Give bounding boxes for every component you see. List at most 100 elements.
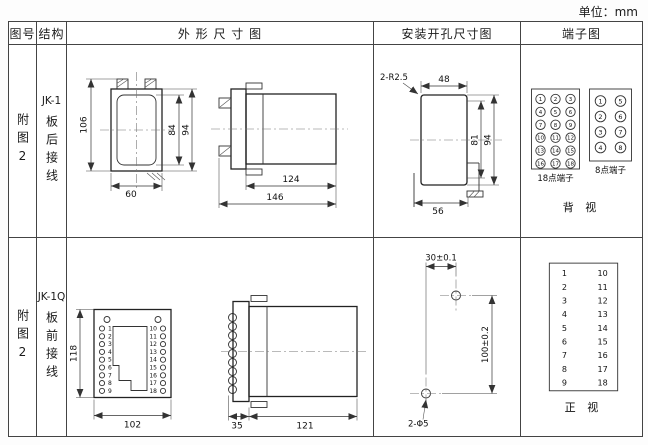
radius-note: 2-R2.5 — [380, 73, 408, 83]
case-front-outline — [93, 308, 172, 399]
dim-front-height: 118 — [70, 309, 94, 398]
svg-text:11: 11 — [597, 283, 607, 292]
hole-note-label: 2-Φ5 — [408, 420, 429, 430]
hole-size-note: 2-Φ5 — [408, 399, 429, 430]
top-ear — [250, 295, 268, 302]
svg-text:8: 8 — [108, 380, 112, 387]
svg-text:17: 17 — [552, 162, 559, 168]
dim-label: 106 — [80, 116, 90, 133]
dim-hole-offset-y: 100±0.2 — [442, 295, 497, 394]
svg-text:5: 5 — [562, 324, 567, 333]
row2-structure-cell: JK-1Q 板前接线 — [37, 238, 67, 436]
dim-cutout-width-bottom: 56 — [414, 197, 469, 217]
svg-text:15: 15 — [149, 365, 157, 372]
svg-text:15: 15 — [597, 338, 607, 347]
bottom-ear — [245, 168, 263, 176]
row1-structure-cell: JK-1 板后接线 — [37, 45, 67, 238]
svg-text:9: 9 — [108, 388, 112, 395]
dim-side-total-length: 146 — [218, 158, 337, 208]
row2-install-cell: 30±0.1 100±0.2 2-Φ5 — [374, 238, 521, 436]
svg-text:9: 9 — [562, 379, 567, 388]
svg-text:7: 7 — [618, 128, 622, 136]
spec-table: 图号 结构 外 形 尺 寸 图 安装开孔尺寸图 端子图 附图2 JK-1 板后接… — [8, 21, 643, 437]
dim-label: 146 — [266, 193, 283, 203]
svg-text:15: 15 — [567, 149, 574, 155]
svg-text:7: 7 — [539, 123, 543, 129]
dim-hole-offset-x: 30±0.1 — [425, 254, 457, 375]
svg-text:17: 17 — [597, 365, 607, 374]
svg-text:7: 7 — [562, 351, 567, 360]
svg-text:4: 4 — [562, 310, 567, 319]
panel-hatch — [146, 172, 166, 181]
row1-fig-no-cell: 附图2 — [9, 45, 37, 238]
dim-label: 100±0.2 — [481, 326, 491, 363]
dim-label: 94 — [484, 134, 494, 146]
terminal-18-label: 18点端子 — [537, 173, 574, 184]
svg-text:10: 10 — [597, 269, 607, 278]
svg-text:11: 11 — [552, 136, 559, 142]
svg-text:13: 13 — [597, 310, 607, 319]
dim-cutout-total-height: 94 — [467, 94, 499, 186]
dim-label: 121 — [296, 422, 313, 432]
row1-install-cell: 2-R2.5 48 — [374, 45, 521, 238]
jk1q-side-view: 35 121 — [221, 295, 367, 432]
svg-text:7: 7 — [108, 372, 112, 379]
header-outline: 外 形 尺 寸 图 — [67, 22, 374, 45]
svg-text:2: 2 — [598, 113, 602, 121]
svg-text:3: 3 — [598, 128, 602, 136]
svg-text:2: 2 — [562, 283, 567, 292]
dim-cutout-width-top: 48 — [420, 75, 468, 93]
model-label: JK-1 — [41, 95, 62, 107]
svg-text:1: 1 — [562, 269, 567, 278]
svg-text:4: 4 — [108, 349, 112, 356]
dim-side-body-length: 124 — [245, 164, 337, 190]
svg-text:12: 12 — [567, 136, 574, 142]
jk1-front-view: 106 84 94 — [80, 72, 197, 200]
svg-text:18: 18 — [149, 388, 157, 395]
svg-text:14: 14 — [552, 149, 559, 155]
wiring-label: 板后接线 — [44, 115, 59, 187]
unit-label: 单位：mm — [578, 5, 638, 19]
view-label: 正 视 — [565, 400, 603, 414]
row2-fig-no-cell: 附图2 — [9, 238, 37, 436]
svg-text:9: 9 — [569, 123, 573, 129]
svg-text:18: 18 — [597, 379, 607, 388]
svg-text:5: 5 — [554, 110, 558, 116]
svg-text:2: 2 — [554, 97, 558, 103]
view-label: 背 视 — [563, 200, 601, 214]
dim-label: 84 — [168, 124, 178, 136]
dim-label: 94 — [182, 124, 192, 136]
mounting-hole-bottom — [410, 377, 442, 410]
dim-label: 35 — [231, 422, 242, 432]
inner-contour — [112, 326, 148, 391]
svg-text:5: 5 — [108, 357, 112, 364]
header-install: 安装开孔尺寸图 — [374, 22, 521, 45]
row1-outline-cell: 106 84 94 — [67, 45, 374, 238]
terminal-list-box — [548, 262, 619, 392]
svg-text:11: 11 — [149, 333, 157, 340]
dim-front-case-height: 94 — [162, 88, 197, 172]
svg-text:6: 6 — [569, 110, 573, 116]
svg-text:16: 16 — [597, 351, 607, 360]
wiring-label: 板前接线 — [44, 311, 59, 383]
dim-front-total-height: 106 — [80, 78, 117, 172]
fig-no-label: 附图2 — [15, 309, 30, 365]
svg-text:4: 4 — [598, 144, 602, 152]
svg-text:3: 3 — [569, 97, 573, 103]
svg-text:6: 6 — [562, 338, 567, 347]
dim-label: 124 — [282, 175, 299, 185]
header-structure: 结构 — [37, 22, 67, 45]
jk1-outline-drawing: 106 84 94 — [80, 72, 348, 208]
svg-text:17: 17 — [149, 380, 157, 387]
